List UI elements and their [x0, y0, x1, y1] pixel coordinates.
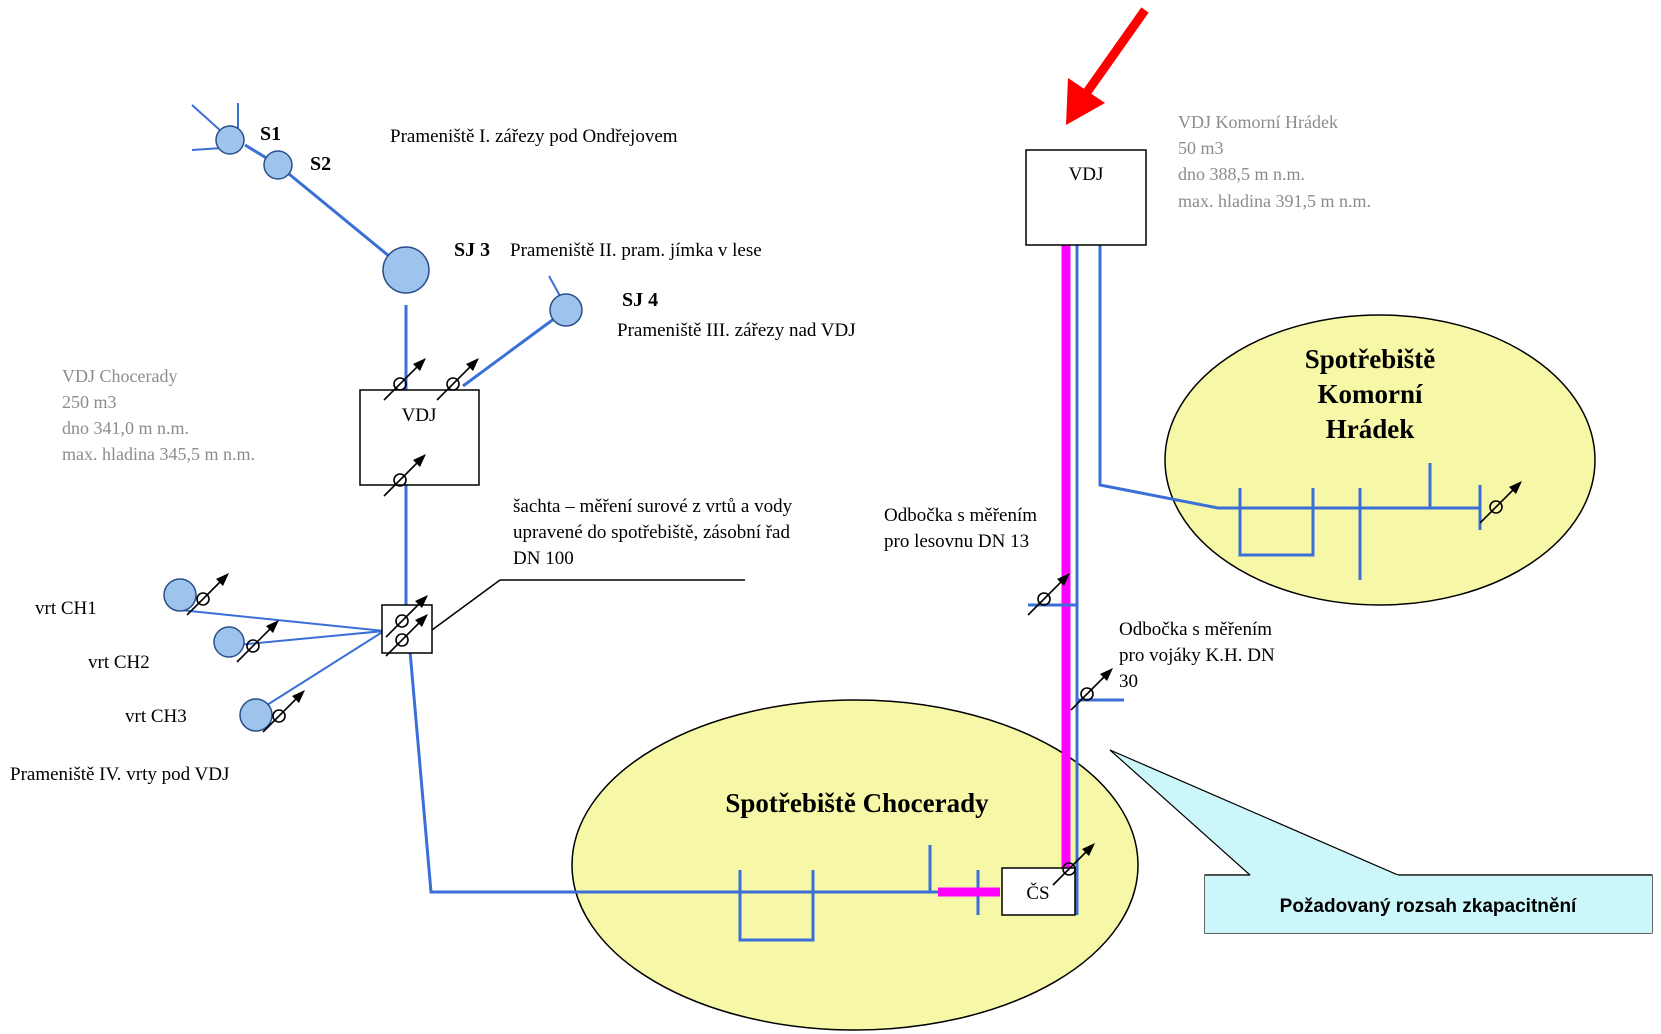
vdj-chocerady-volume: 250 m3	[62, 392, 117, 412]
flow-meter-icon	[383, 358, 426, 401]
callout-box: Požadovaný rozsah zkapacitnění	[1109, 749, 1653, 934]
branch-forest-line1: Odbočka s měřením	[884, 505, 1037, 526]
flow-meter-icon	[262, 690, 305, 733]
well-ch2-icon	[213, 626, 245, 658]
flow-meter-icon	[436, 358, 479, 401]
consumer-komorni-line3: Hrádek	[1326, 414, 1415, 444]
vdj-chocerady-name: VDJ Chocerady	[62, 366, 177, 386]
label-ch2: vrt CH2	[88, 652, 150, 673]
callout-text: Požadovaný rozsah zkapacitnění	[1280, 896, 1577, 917]
flow-meter-icon	[1479, 481, 1522, 524]
vdj-komorni-name: VDJ Komorní Hrádek	[1178, 112, 1338, 132]
flow-meter-icon	[1052, 843, 1095, 886]
well-ch1-icon	[163, 578, 197, 612]
flow-meter-icon	[186, 573, 229, 616]
label-ch3: vrt CH3	[125, 706, 187, 727]
flow-meter-icon	[383, 454, 426, 497]
label-sj3: SJ 3	[454, 239, 490, 261]
flow-meter-icon	[385, 614, 428, 657]
vdj-chocerady-box	[359, 389, 480, 486]
branch-forest-line2: pro lesovnu DN 13	[884, 531, 1029, 552]
label-s1: S1	[260, 123, 281, 145]
label-s2: S2	[310, 153, 331, 175]
spring-s2-icon	[263, 150, 293, 180]
shaft-box	[381, 604, 433, 654]
flow-meter-icon	[385, 595, 428, 638]
spring-sj3-icon	[382, 246, 430, 294]
spring-sj4-icon	[549, 293, 583, 327]
shaft-line1: šachta – měření surové z vrtů a vody	[513, 496, 793, 517]
vdj-komorni-volume: 50 m3	[1178, 138, 1224, 158]
consumer-komorni-line1: Spotřebiště	[1305, 344, 1436, 374]
label-pram1: Prameniště I. zářezy pod Ondřejovem	[390, 126, 678, 147]
shaft-line2: upravené do spotřebiště, zásobní řad	[513, 522, 790, 543]
vdj-chocerady-max-level: max. hladina 345,5 m n.m.	[62, 444, 255, 464]
label-pram2: Prameniště II. pram. jímka v lese	[510, 240, 762, 261]
vdj-komorni-box	[1025, 149, 1147, 246]
consumer-zone-komorni	[1164, 314, 1596, 606]
red-arrow-icon	[1066, 7, 1149, 125]
spring-s1-icon	[215, 125, 245, 155]
vdj-chocerady-box-label: VDJ	[402, 405, 437, 426]
flow-meter-icon	[1070, 668, 1113, 711]
vdj-chocerady-bottom: dno 341,0 m n.m.	[62, 418, 189, 438]
flow-meter-icon	[1027, 573, 1070, 616]
chocerady-distribution	[738, 845, 1000, 942]
consumer-zone-chocerady	[571, 699, 1139, 1031]
vdj-komorni-max-level: max. hladina 391,5 m n.m.	[1178, 191, 1371, 211]
well-ch3-icon	[239, 698, 273, 732]
branch-soldiers-line1: Odbočka s měřením	[1119, 619, 1272, 640]
label-sj4: SJ 4	[622, 289, 658, 311]
branch-soldiers-line2: pro vojáky K.H. DN	[1119, 645, 1275, 666]
branch-soldiers-line3: 30	[1119, 671, 1138, 692]
label-pram4: Prameniště IV. vrty pod VDJ	[10, 764, 229, 785]
label-pram3: Prameniště III. zářezy nad VDJ	[617, 320, 856, 341]
pump-station-label: ČS	[1026, 882, 1049, 904]
consumer-chocerady-label: Spotřebiště Chocerady	[725, 788, 989, 818]
label-ch1: vrt CH1	[35, 598, 97, 619]
vdj-komorni-bottom: dno 388,5 m n.m.	[1178, 164, 1305, 184]
consumer-komorni-line2: Komorní	[1318, 379, 1423, 409]
vdj-komorni-box-label: VDJ	[1069, 164, 1104, 185]
flow-meters	[186, 358, 1522, 886]
shaft-line3: DN 100	[513, 548, 574, 569]
flow-meter-icon	[236, 620, 279, 663]
shaft-leader	[431, 579, 501, 631]
